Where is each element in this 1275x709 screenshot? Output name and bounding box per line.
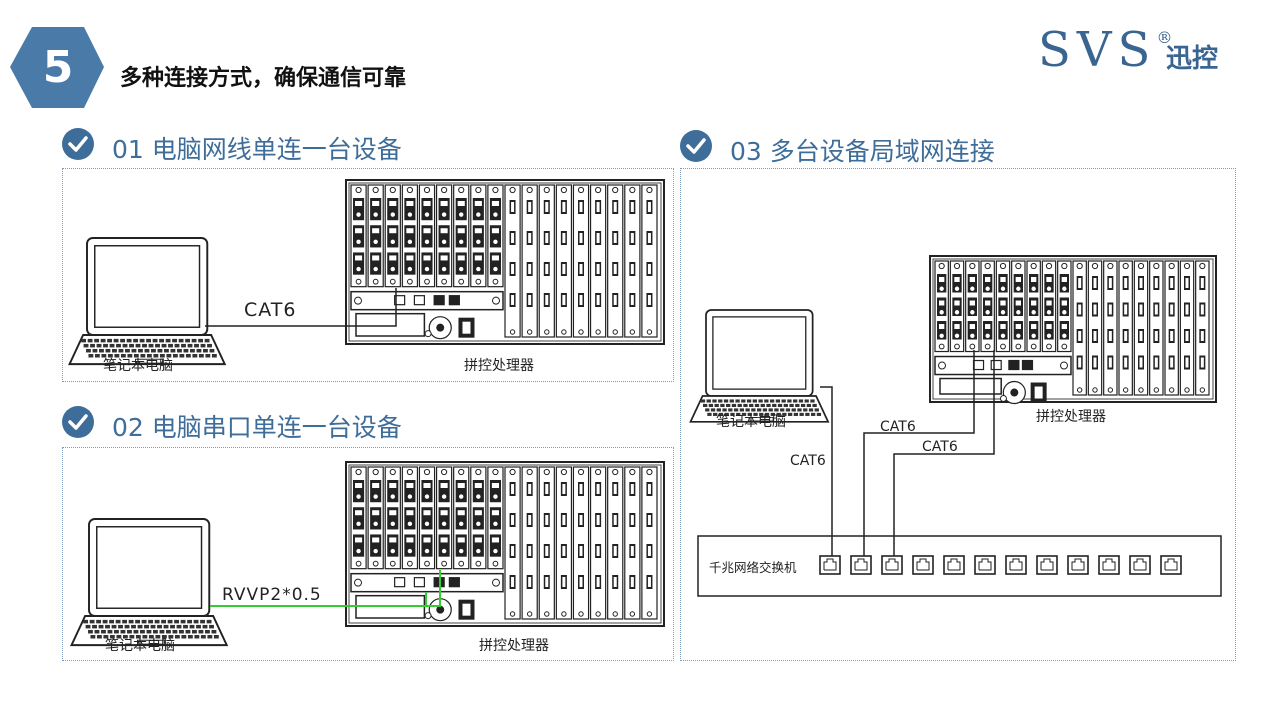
rj45-port xyxy=(1008,359,1020,371)
switch-label: 千兆网络交换机 xyxy=(709,560,797,575)
logo-registered: ® xyxy=(1156,28,1173,47)
rj45-port xyxy=(413,577,426,588)
cable-line xyxy=(893,350,995,556)
rj45-port xyxy=(448,577,460,588)
check-circle-icon xyxy=(62,128,94,160)
rj45-port xyxy=(394,295,406,306)
processor-chassis xyxy=(345,179,665,345)
section-title-01: 01 电脑网线单连一台设备 xyxy=(112,135,402,164)
page-title: 多种连接方式，确保通信可靠 xyxy=(120,66,407,91)
rj45-port xyxy=(972,359,985,371)
rj45-port xyxy=(448,295,460,306)
laptop-icon xyxy=(689,309,830,423)
rj45-port xyxy=(394,577,406,588)
processor-chassis xyxy=(929,255,1217,405)
laptop-label: 笔记本电脑 xyxy=(716,414,786,430)
logo-text: SVS xyxy=(1038,22,1157,78)
cable-label: CAT6 xyxy=(244,299,297,321)
serial-cable-line xyxy=(210,570,441,607)
laptop-icon xyxy=(68,237,227,366)
rj45-port xyxy=(433,295,445,306)
check-circle-icon xyxy=(680,130,712,162)
laptop-icon xyxy=(70,518,229,647)
laptop-label: 笔记本电脑 xyxy=(103,358,173,374)
cable-label: RVVP2*0.5 xyxy=(222,585,322,605)
device-label: 拼控处理器 xyxy=(1036,409,1106,425)
device-label: 拼控处理器 xyxy=(464,358,534,374)
rj45-port xyxy=(413,295,426,306)
network-switch xyxy=(697,535,1222,597)
section-title-03: 03 多台设备局域网连接 xyxy=(730,137,995,166)
logo-cn-text: 迅控 xyxy=(1166,44,1219,74)
brand-logo: SVS® xyxy=(1038,22,1172,78)
cable-label: CAT6 xyxy=(790,453,826,469)
cable-label: CAT6 xyxy=(922,439,958,455)
processor-chassis xyxy=(345,461,665,627)
cable-line xyxy=(205,288,397,327)
section-title-02: 02 电脑串口单连一台设备 xyxy=(112,413,402,442)
device-label: 拼控处理器 xyxy=(479,638,549,654)
cable-line xyxy=(820,386,833,556)
laptop-label: 笔记本电脑 xyxy=(105,638,175,654)
cable-line xyxy=(863,350,975,556)
rj45-port xyxy=(1021,359,1034,371)
step-number: 5 xyxy=(42,42,74,93)
rj45-port xyxy=(990,359,1002,371)
check-circle-icon xyxy=(62,406,94,438)
cable-label: CAT6 xyxy=(880,419,916,435)
